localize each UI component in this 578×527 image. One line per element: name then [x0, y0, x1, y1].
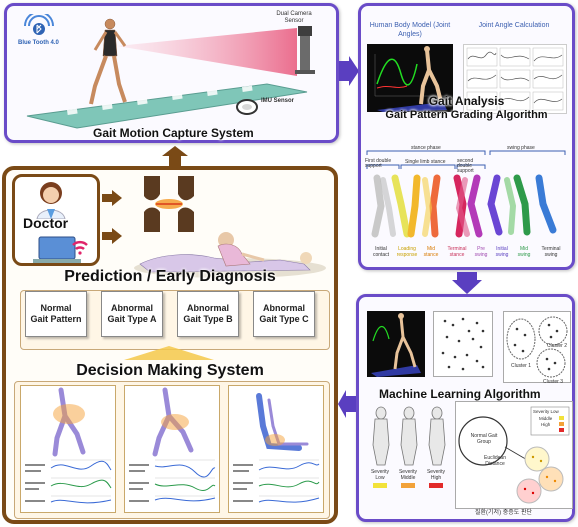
gait-type-line2: Gait Type B — [183, 314, 233, 324]
arrow-to-ml — [452, 272, 482, 294]
doctor-box: Doctor — [12, 174, 100, 266]
severity-low-label: Severity Low — [370, 469, 390, 481]
severity-high-swatch — [429, 483, 443, 488]
severity-middle-swatch — [401, 483, 415, 488]
capture-title: Gait Motion Capture System — [93, 126, 254, 140]
gait-type-line2: Gait Type A — [107, 314, 157, 324]
gait-type-line1: Abnormal — [110, 303, 153, 313]
imu-label: IMU Sensor — [261, 98, 295, 104]
phase-label: Terminal swing — [541, 246, 561, 258]
human-body-model-image — [367, 44, 453, 112]
decision-title: Decision Making System — [76, 362, 264, 379]
patient-illustration — [134, 232, 326, 278]
decision-panel-3 — [228, 385, 324, 513]
bluetooth-icon — [24, 14, 54, 35]
phase-label: Mid swing — [517, 246, 531, 258]
gait-type-line1: Normal — [40, 303, 72, 313]
knee-joint-illustration — [144, 176, 194, 232]
normal-gait-group-label: Normal Gait Group — [470, 433, 498, 445]
joint-angle-graphs — [463, 44, 567, 114]
decision-panel-1 — [20, 385, 116, 513]
doctor-arrows — [102, 190, 122, 244]
arrow-to-decision — [338, 390, 356, 418]
ml-model-image — [367, 311, 425, 377]
severity-high-label: Severity High — [426, 469, 446, 481]
korean-caption: 질환(기저) 중증도 판단 — [475, 510, 533, 516]
machine-learning-panel: Cluster 1 Cluster 2 Cluster 3 Machine Le… — [356, 294, 575, 522]
camera-label: Dual Camera Sensor — [276, 11, 312, 24]
severity-legend-low: Severity Low — [533, 409, 559, 414]
analysis-title-1: Gait Analysis — [428, 94, 505, 108]
arrow-to-analysis — [339, 56, 359, 86]
doctor-label: Doctor — [23, 215, 69, 231]
decision-up-arrow — [124, 346, 214, 360]
gait-type-line1: Abnormal — [262, 303, 305, 313]
gait-type-line2: Gait Pattern — [30, 314, 82, 324]
gait-type-line1: Abnormal — [186, 303, 229, 313]
capture-illustration — [26, 18, 315, 129]
stance-phase-label: stance phase — [411, 145, 441, 151]
human-model-label: Human Body Model (Joint Angles) — [369, 22, 451, 38]
analysis-title-2: Gait Pattern Grading Algorithm — [385, 109, 548, 121]
body-skeleton — [419, 46, 443, 105]
phase-label: Terminal stance — [447, 246, 467, 258]
phase-label: Mid stance — [423, 246, 439, 258]
walking-person — [89, 18, 127, 105]
gait-analysis-panel: Human Body Model (Joint Angles) Joint An… — [358, 3, 575, 270]
severity-distance-diagram — [455, 401, 573, 509]
prediction-title: Prediction / Early Diagnosis — [64, 268, 276, 285]
euclidean-distance-label: Euclidean Distance — [484, 455, 506, 467]
phase-label: Pre swing — [474, 246, 488, 258]
decision-graph-3 — [233, 393, 320, 503]
first-double-support-label: First double support — [365, 158, 392, 169]
doctor-icon — [36, 182, 66, 219]
clustered-scatter — [503, 311, 571, 383]
ml-title: Machine Learning Algorithm — [379, 387, 541, 401]
severity-legend-middle: Middle — [539, 416, 553, 421]
severity-figures — [372, 406, 446, 466]
phase-label: Loading response — [396, 246, 418, 258]
bluetooth-label: Blue Tooth 4.0 — [18, 40, 59, 46]
joint-angle-label: Joint Angle Calculation — [478, 22, 550, 29]
gait-capture-panel: Blue Tooth 4.0 Dual Camera Sensor IMU Se… — [4, 3, 339, 143]
gait-type-line2: Gait Type C — [259, 314, 309, 324]
decision-graph-2 — [129, 387, 216, 502]
arrow-to-capture — [162, 146, 188, 166]
walkway-mat — [26, 83, 308, 129]
severity-legend-high: High — [541, 422, 551, 427]
second-double-support-label: second double support — [457, 158, 474, 174]
unclustered-scatter — [433, 311, 493, 377]
severity-middle-label: Severity Middle — [398, 469, 418, 481]
gait-cycle-legs — [371, 174, 557, 238]
single-limb-label: Single limb stance — [405, 159, 446, 165]
decision-panel-2 — [124, 385, 220, 513]
cluster1-label: Cluster 1 — [511, 363, 532, 369]
phase-label: Initial swing — [495, 246, 509, 258]
decision-graph-1 — [25, 387, 112, 504]
cluster2-label: Cluster 2 — [547, 343, 568, 349]
swing-phase-label: swing phase — [507, 145, 535, 151]
cluster3-label: Cluster 3 — [543, 379, 564, 385]
camera-stand — [295, 26, 315, 74]
phase-label: Initial contact — [372, 246, 390, 258]
severity-low-swatch — [373, 483, 387, 488]
laptop-wifi-icon — [33, 236, 88, 263]
gait-phase-brackets — [366, 150, 566, 169]
